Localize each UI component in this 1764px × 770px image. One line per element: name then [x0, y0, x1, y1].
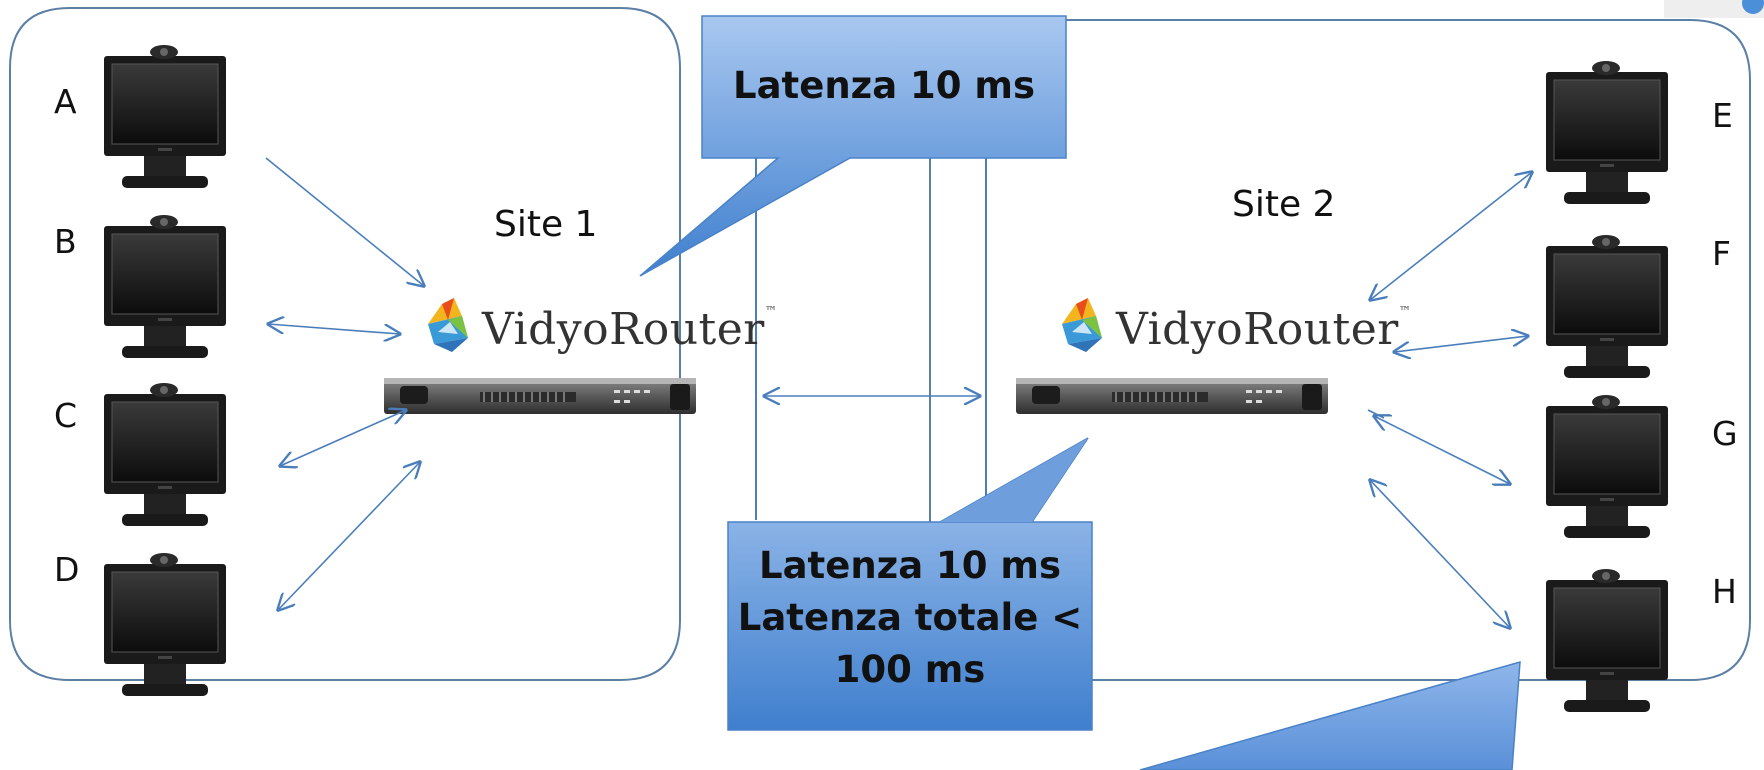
endpoint-b-label: B [54, 222, 77, 261]
monitor-e-icon [1545, 60, 1669, 205]
arrow-router2-small [1367, 409, 1385, 419]
endpoint-f-label: F [1712, 234, 1731, 273]
callout-corner-shape [1139, 660, 1521, 770]
monitor-d-icon [103, 552, 227, 697]
corner-logo-icon [1664, 0, 1764, 18]
monitor-a-icon [103, 44, 227, 189]
monitor-c-icon [103, 382, 227, 527]
vidyo-logo-2-icon [1062, 298, 1102, 352]
arrow-a-router1 [265, 157, 424, 286]
callout-bottom-line3: 100 ms [834, 647, 986, 691]
site2-label: Site 2 [1232, 184, 1336, 225]
endpoint-d-label: D [54, 550, 80, 589]
callout-top-text: Latenza 10 ms [702, 60, 1066, 112]
endpoint-g-label: G [1712, 414, 1738, 453]
router2-brand-text: VidyoRouter™ [1116, 304, 1412, 355]
callout-bottom-text: Latenza 10 ms Latenza totale < 100 ms [728, 540, 1092, 695]
router1-rack-icon [383, 377, 697, 415]
site1-label: Site 1 [494, 204, 598, 245]
monitor-b-icon [103, 214, 227, 359]
arrow-c-router1 [280, 410, 406, 466]
callout-bottom-line2: Latenza totale < [737, 595, 1083, 639]
monitor-f-icon [1545, 234, 1669, 379]
arrow-router2-f [1394, 336, 1528, 352]
endpoint-c-label: C [54, 396, 78, 435]
callout-bottom-line1: Latenza 10 ms [759, 544, 1061, 587]
monitor-h-icon [1545, 568, 1669, 713]
arrow-d-router1 [278, 462, 420, 610]
router2-brand: VidyoRouter™ [1116, 304, 1411, 355]
arrow-router2-e [1370, 172, 1532, 300]
router1-brand: VidyoRouter™ [482, 304, 777, 355]
monitor-g-icon [1545, 394, 1669, 539]
site1-boundary [9, 7, 681, 681]
endpoint-e-label: E [1712, 96, 1733, 135]
vidyo-logo-1-icon [428, 298, 468, 352]
endpoint-h-label: H [1712, 572, 1737, 611]
endpoint-a-label: A [54, 82, 77, 121]
arrow-router2-g [1374, 416, 1510, 484]
arrow-router2-h [1370, 480, 1510, 628]
callout-top-line1: Latenza 10 ms [733, 64, 1035, 107]
router1-brand-text: VidyoRouter™ [482, 304, 778, 355]
arrow-b-router1 [268, 324, 400, 334]
router2-rack-icon [1015, 377, 1329, 415]
callout-top-shape [639, 15, 1067, 277]
